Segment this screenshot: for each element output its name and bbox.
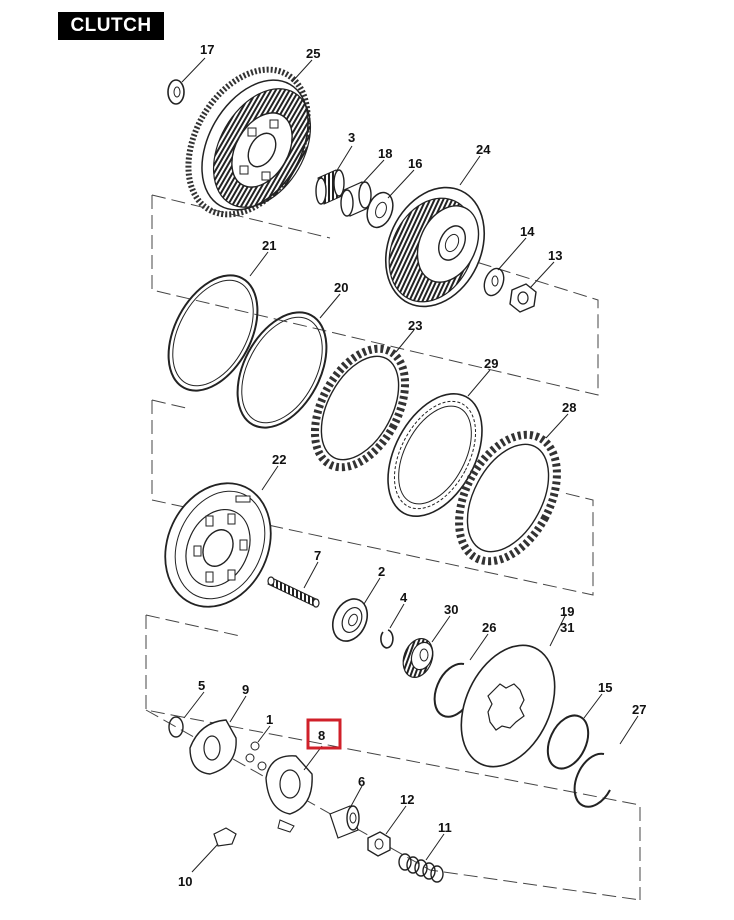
callout-21: 21 bbox=[262, 238, 276, 253]
part-10-clip bbox=[213, 827, 237, 847]
callout-26: 26 bbox=[482, 620, 496, 635]
callout-23: 23 bbox=[408, 318, 422, 333]
part-21-ring bbox=[167, 274, 259, 392]
part-25-clutch-basket bbox=[185, 66, 312, 218]
callout-13: 13 bbox=[548, 248, 562, 263]
callout-16: 16 bbox=[408, 156, 422, 171]
callout-25: 25 bbox=[306, 46, 320, 61]
part-7-pushrod bbox=[267, 576, 320, 608]
part-8-ramp bbox=[265, 755, 313, 833]
callout-7: 7 bbox=[314, 548, 321, 563]
callout-4: 4 bbox=[400, 590, 408, 605]
part-29-steel-plate bbox=[387, 392, 483, 518]
part-5-ring bbox=[168, 716, 184, 738]
callout-10: 10 bbox=[178, 874, 192, 889]
callout-24: 24 bbox=[476, 142, 491, 157]
callout-30: 30 bbox=[444, 602, 458, 617]
part-11-spring bbox=[398, 853, 444, 883]
part-24-clutch-hub bbox=[384, 186, 486, 308]
part-19-31-diaphragm-spring bbox=[460, 644, 556, 768]
part-12-nut bbox=[367, 831, 391, 857]
part-22-pressure-plate bbox=[164, 482, 272, 608]
part-1-balls bbox=[245, 741, 267, 771]
callout-2: 2 bbox=[378, 564, 385, 579]
part-9-ramp-plate bbox=[189, 719, 237, 775]
callout-28: 28 bbox=[562, 400, 576, 415]
callout-22: 22 bbox=[272, 452, 286, 467]
part-3-needle-bearing bbox=[315, 169, 345, 205]
part-13-hex-nut bbox=[509, 283, 537, 313]
part-27-retaining-ring bbox=[573, 752, 611, 808]
page-title: CLUTCH bbox=[58, 12, 164, 40]
part-28-friction-plate bbox=[455, 430, 561, 566]
part-4-snap-ring bbox=[380, 629, 394, 649]
part-15-ring bbox=[546, 714, 590, 770]
part-26-retaining-ring bbox=[433, 662, 471, 718]
callout-17: 17 bbox=[200, 42, 214, 57]
callout-6: 6 bbox=[358, 774, 365, 789]
callout-9: 9 bbox=[242, 682, 249, 697]
part-6-bushing bbox=[329, 805, 360, 839]
callout-1: 1 bbox=[266, 712, 273, 727]
assembly-guide-lines bbox=[145, 194, 641, 901]
part-23-friction-plate bbox=[310, 344, 410, 472]
callout-29: 29 bbox=[484, 356, 498, 371]
highlight-box bbox=[306, 718, 342, 750]
callout-12: 12 bbox=[400, 792, 414, 807]
callout-5: 5 bbox=[198, 678, 205, 693]
callout-3: 3 bbox=[348, 130, 355, 145]
part-30-adjuster bbox=[402, 638, 434, 678]
callout-8: 8 bbox=[318, 728, 325, 743]
callout-leaders bbox=[181, 57, 639, 873]
callout-31: 31 bbox=[560, 620, 574, 635]
callout-20: 20 bbox=[334, 280, 348, 295]
callout-18: 18 bbox=[378, 146, 392, 161]
part-16-thrust-washer bbox=[366, 191, 394, 229]
callout-11: 11 bbox=[438, 820, 452, 835]
callout-15: 15 bbox=[598, 680, 612, 695]
callout-19: 19 bbox=[560, 604, 574, 619]
callout-14: 14 bbox=[520, 224, 535, 239]
part-17-washer bbox=[167, 79, 185, 105]
callout-labels: 17 25 3 18 16 24 14 13 21 20 23 29 28 22… bbox=[178, 42, 646, 889]
callout-27: 27 bbox=[632, 702, 646, 717]
part-18-spacer bbox=[340, 181, 372, 217]
part-2-bearing bbox=[331, 598, 369, 642]
part-20-ring bbox=[236, 311, 328, 429]
